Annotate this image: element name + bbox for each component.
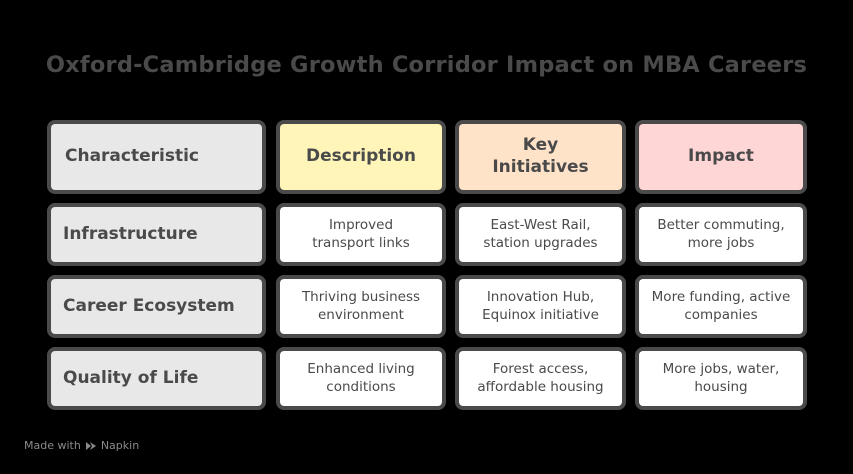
characteristic-label: Career Ecosystem	[63, 295, 235, 316]
description-text: Improved transport links	[312, 217, 410, 251]
row-career-ecosystem-description: Thriving business environment	[276, 275, 446, 338]
row-infrastructure-impact: Better commuting, more jobs	[635, 203, 807, 266]
row-career-ecosystem-impact: More funding, active companies	[635, 275, 807, 338]
made-with-napkin-badge[interactable]: Made with Napkin	[24, 439, 139, 452]
cell-fill	[639, 124, 803, 190]
napkin-logo-icon	[85, 440, 97, 452]
cell-fill	[639, 207, 803, 262]
row-infrastructure-characteristic: Infrastructure	[47, 203, 266, 266]
header-label: Characteristic	[65, 146, 199, 167]
cell-fill	[51, 207, 262, 262]
header-label: Key Initiatives	[492, 135, 589, 177]
cell-fill	[51, 351, 262, 406]
cell-fill	[280, 207, 442, 262]
key-initiatives-text: Innovation Hub, Equinox initiative	[482, 289, 599, 323]
characteristic-label: Quality of Life	[63, 367, 199, 388]
description-text: Enhanced living conditions	[307, 361, 415, 395]
header-label: Impact	[688, 146, 754, 167]
row-quality-of-life-description: Enhanced living conditions	[276, 347, 446, 410]
made-with-label: Made with	[24, 439, 81, 452]
cell-fill	[280, 124, 442, 190]
row-quality-of-life-key-initiatives: Forest access, affordable housing	[455, 347, 626, 410]
cell-fill	[459, 207, 622, 262]
row-infrastructure-key-initiatives: East-West Rail, station upgrades	[455, 203, 626, 266]
cell-fill	[459, 279, 622, 334]
cell-fill	[51, 124, 262, 190]
impact-text: More jobs, water, housing	[662, 361, 780, 395]
cell-fill	[639, 279, 803, 334]
row-career-ecosystem-characteristic: Career Ecosystem	[47, 275, 266, 338]
description-text: Thriving business environment	[301, 289, 421, 323]
key-initiatives-text: Forest access, affordable housing	[477, 361, 604, 395]
header-description: Description	[276, 120, 446, 194]
napkin-brand-label: Napkin	[100, 439, 140, 452]
header-label: Description	[306, 146, 416, 167]
header-impact: Impact	[635, 120, 807, 194]
cell-fill	[280, 351, 442, 406]
row-career-ecosystem-key-initiatives: Innovation Hub, Equinox initiative	[455, 275, 626, 338]
row-quality-of-life-impact: More jobs, water, housing	[635, 347, 807, 410]
header-key-initiatives: Key Initiatives	[455, 120, 626, 194]
cell-fill	[639, 351, 803, 406]
key-initiatives-text: East-West Rail, station upgrades	[483, 217, 598, 251]
impact-text: More funding, active companies	[651, 289, 791, 323]
header-characteristic: Characteristic	[47, 120, 266, 194]
impact-text: Better commuting, more jobs	[657, 217, 785, 251]
cell-fill	[459, 351, 622, 406]
row-infrastructure-description: Improved transport links	[276, 203, 446, 266]
cell-fill	[280, 279, 442, 334]
cell-fill	[51, 279, 262, 334]
characteristic-label: Infrastructure	[63, 223, 198, 244]
row-quality-of-life-characteristic: Quality of Life	[47, 347, 266, 410]
cell-fill	[459, 124, 622, 190]
diagram-title: Oxford-Cambridge Growth Corridor Impact …	[45, 52, 808, 78]
